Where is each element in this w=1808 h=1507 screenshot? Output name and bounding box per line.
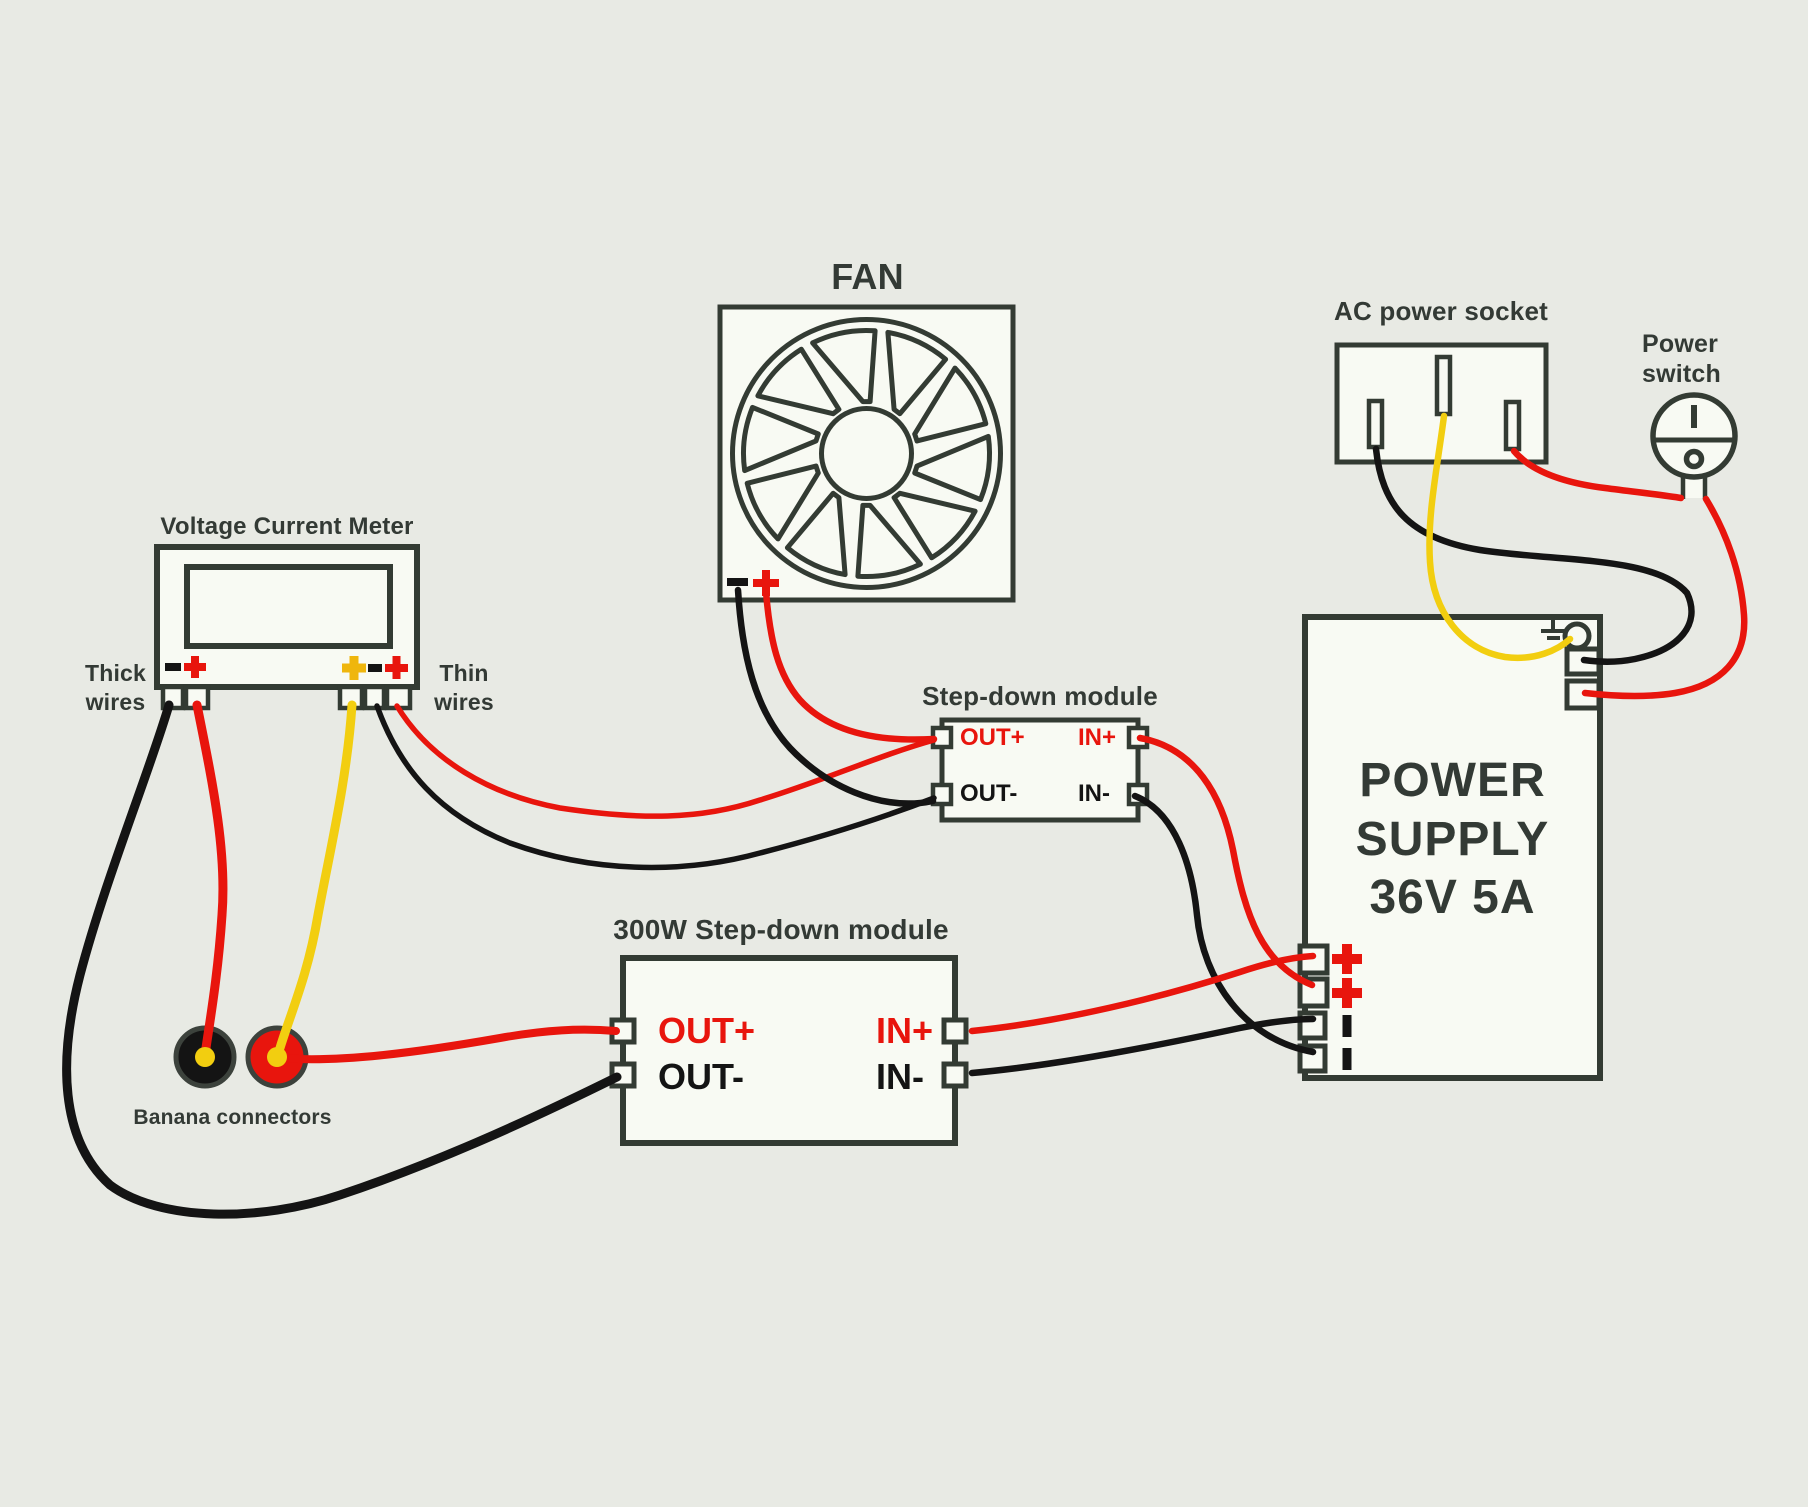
ps-plus1-icon — [1332, 944, 1362, 974]
banana-red-center — [267, 1047, 287, 1067]
voltage-current-meter — [154, 544, 420, 711]
power-switch-stem — [1680, 475, 1708, 499]
power-switch-stem-fill — [1683, 474, 1705, 498]
fan-blade — [855, 502, 923, 580]
banana-connectors-label: Banana connectors — [133, 1106, 332, 1129]
power-off-mark — [1683, 448, 1705, 470]
wire-thick-black-meter-to-300w — [62, 700, 622, 1219]
wire-stepdown-in-plus-to-ps — [1136, 734, 1316, 989]
wire-thick-red-meter-to-banana — [192, 700, 228, 1053]
power-switch-knob[interactable] — [1650, 392, 1738, 480]
fan-hub — [819, 406, 914, 501]
stepdown-small-out-minus-label: OUT- — [960, 780, 1018, 807]
fan-blade — [741, 404, 821, 474]
power-supply-body — [1302, 614, 1603, 1081]
fan-blade — [810, 327, 878, 405]
wires — [62, 412, 1748, 1219]
power-supply-title: POWER SUPPLY 36V 5A — [1310, 752, 1595, 928]
fan-blade — [784, 490, 848, 578]
wire-fan-black — [734, 586, 937, 807]
stepdown-large-in-minus-terminal — [941, 1061, 969, 1089]
fan-blades — [741, 327, 992, 580]
stepdown-large-out-plus-label: OUT+ — [658, 1010, 756, 1051]
wire-300w-in-plus-to-ps — [968, 952, 1317, 1035]
banana-black-center — [195, 1047, 215, 1067]
power-supply-title-line1: POWER — [1359, 754, 1546, 807]
wire-yellow-meter-to-banana — [275, 700, 357, 1053]
power-switch-label: Power switch — [1642, 330, 1721, 388]
power-supply — [1297, 614, 1603, 1081]
wire-fan-red — [762, 588, 938, 743]
fan-blade — [891, 490, 978, 561]
stepdown-large-in-plus-label: IN+ — [876, 1010, 934, 1051]
ac-socket-pin-right — [1503, 399, 1522, 452]
thin-wires-label: Thin wires — [434, 660, 494, 715]
ps-plus2-icon — [1332, 978, 1362, 1008]
stepdown-small-out-minus-terminal — [930, 782, 954, 807]
stepdown-large-in-minus-label: IN- — [876, 1056, 924, 1097]
stepdown-small-label: Step-down module — [922, 681, 1158, 711]
ac-socket-label: AC power socket — [1334, 296, 1548, 326]
meter-label: Voltage Current Meter — [160, 513, 414, 540]
ground-icon — [1541, 617, 1565, 640]
stepdown-small-out-plus-label: OUT+ — [960, 724, 1025, 751]
stepdown-small-in-plus-label: IN+ — [1078, 724, 1117, 751]
stepdown-small-in-minus-label: IN- — [1078, 780, 1110, 807]
fan-blade — [885, 329, 949, 417]
wire-300w-in-minus-to-ps — [968, 1015, 1317, 1077]
fan-rim — [730, 317, 1003, 590]
fan-blade — [912, 365, 989, 444]
power-supply-title-line2: SUPPLY — [1355, 812, 1550, 866]
fan-blade — [755, 346, 842, 417]
stepdown-small-body — [939, 717, 1141, 823]
ac-power-socket — [1334, 342, 1549, 465]
wire-socket-yellow-to-ground — [1426, 412, 1574, 662]
stepdown-large-in-plus-terminal — [941, 1017, 969, 1045]
fan-label: FAN — [831, 256, 904, 297]
thick-wires-label: Thick wires — [84, 660, 147, 715]
ac-socket-pin-center — [1434, 354, 1453, 417]
power-switch — [1650, 392, 1738, 499]
fan-blade — [744, 463, 821, 542]
stepdown-large-label: 300W Step-down module — [613, 914, 949, 945]
wire-red-banana-to-300w-out-plus — [276, 1025, 620, 1064]
power-supply-title-line3: 36V 5A — [1369, 871, 1536, 925]
meter-display — [184, 564, 393, 649]
wire-socket-black-to-ps — [1372, 445, 1695, 665]
meter-amber-plus-icon — [342, 656, 366, 680]
wire-socket-red-to-switch — [1510, 447, 1685, 502]
meter-thin-plus-icon — [385, 656, 408, 679]
stepdown-module-small — [930, 717, 1150, 823]
meter-plus-icon — [184, 656, 206, 678]
fan — [717, 304, 1016, 603]
wire-switch-red-to-ps — [1581, 495, 1748, 700]
ac-socket-pin-left — [1366, 398, 1385, 450]
stepdown-large-out-minus-label: OUT- — [658, 1056, 744, 1097]
meter-terminal-thin-neg — [362, 684, 387, 711]
wire-stepdown-in-minus-to-ps — [1131, 792, 1317, 1056]
wire-thin-red-meter-to-stepdown — [394, 703, 937, 819]
wire-thin-black-meter-to-stepdown — [374, 703, 937, 871]
stepdown-large-body — [620, 955, 958, 1146]
fan-blade — [912, 433, 992, 503]
stepdown-module-large — [609, 955, 969, 1146]
